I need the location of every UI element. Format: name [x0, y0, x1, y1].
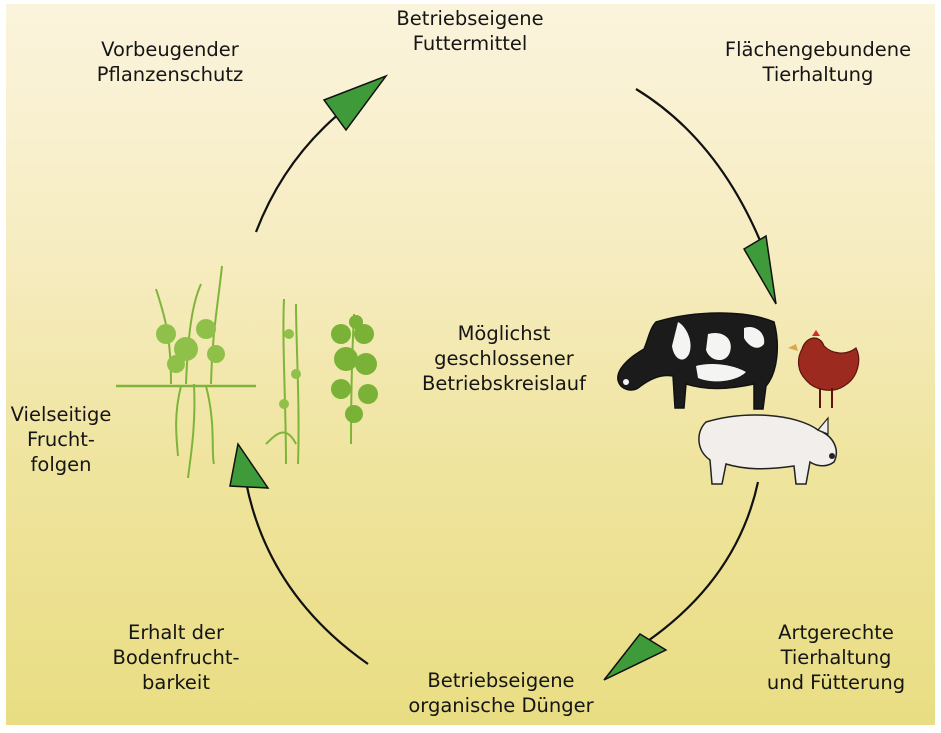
arrowhead-bottom-right — [604, 634, 666, 680]
pig-illustration — [699, 415, 836, 484]
label-line: geschlossener — [422, 346, 586, 371]
center-label-betriebskreislauf: Möglichst geschlossener Betriebskreislau… — [422, 321, 586, 396]
label-vorbeugender-pflanzenschutz: Vorbeugender Pflanzenschutz — [97, 37, 243, 87]
label-line: Betriebseigene — [408, 668, 593, 693]
arc-top-left — [256, 104, 351, 232]
label-line: Futtermittel — [396, 31, 543, 56]
label-line: Vielseitige — [11, 402, 112, 427]
label-line: organische Dünger — [408, 693, 593, 718]
arc-top-right — [636, 89, 770, 266]
label-flaechengebundene-tierhaltung: Flächengebundene Tierhaltung — [725, 37, 911, 87]
arrowhead-bottom-left — [230, 444, 268, 488]
label-line: Erhalt der — [112, 620, 239, 645]
label-line: Tierhaltung — [767, 645, 905, 670]
label-line: Betriebseigene — [396, 6, 543, 31]
arrowhead-top-left — [324, 76, 386, 130]
label-line: folgen — [11, 452, 112, 477]
label-line: Frucht- — [11, 427, 112, 452]
label-line: Möglichst — [422, 321, 586, 346]
arc-bottom-left — [246, 482, 368, 664]
label-line: Pflanzenschutz — [97, 62, 243, 87]
label-line: Bodenfrucht- — [112, 645, 239, 670]
label-erhalt-der-bodenfruchtbarkeit: Erhalt der Bodenfrucht- barkeit — [112, 620, 239, 695]
label-betriebseigene-futtermittel: Betriebseigene Futtermittel — [396, 6, 543, 56]
cow-illustration — [618, 313, 777, 409]
label-line: Tierhaltung — [725, 62, 911, 87]
chicken-illustration — [788, 330, 859, 408]
label-artgerechte-tierhaltung-und-fuetterung: Artgerechte Tierhaltung und Fütterung — [767, 620, 905, 695]
diagram-canvas: Vorbeugender Pflanzenschutz Betriebseige… — [6, 4, 935, 725]
label-line: Vorbeugender — [97, 37, 243, 62]
arc-bottom-right — [636, 482, 758, 649]
label-betriebseigene-organische-duenger: Betriebseigene organische Dünger — [408, 668, 593, 718]
label-line: und Fütterung — [767, 670, 905, 695]
label-vielseitige-fruchtfolgen: Vielseitige Frucht- folgen — [11, 402, 112, 477]
label-line: barkeit — [112, 670, 239, 695]
plants-illustration — [116, 266, 378, 478]
arrowhead-top-right — [744, 236, 776, 304]
label-line: Artgerechte — [767, 620, 905, 645]
label-line: Flächengebundene — [725, 37, 911, 62]
label-line: Betriebskreislauf — [422, 371, 586, 396]
